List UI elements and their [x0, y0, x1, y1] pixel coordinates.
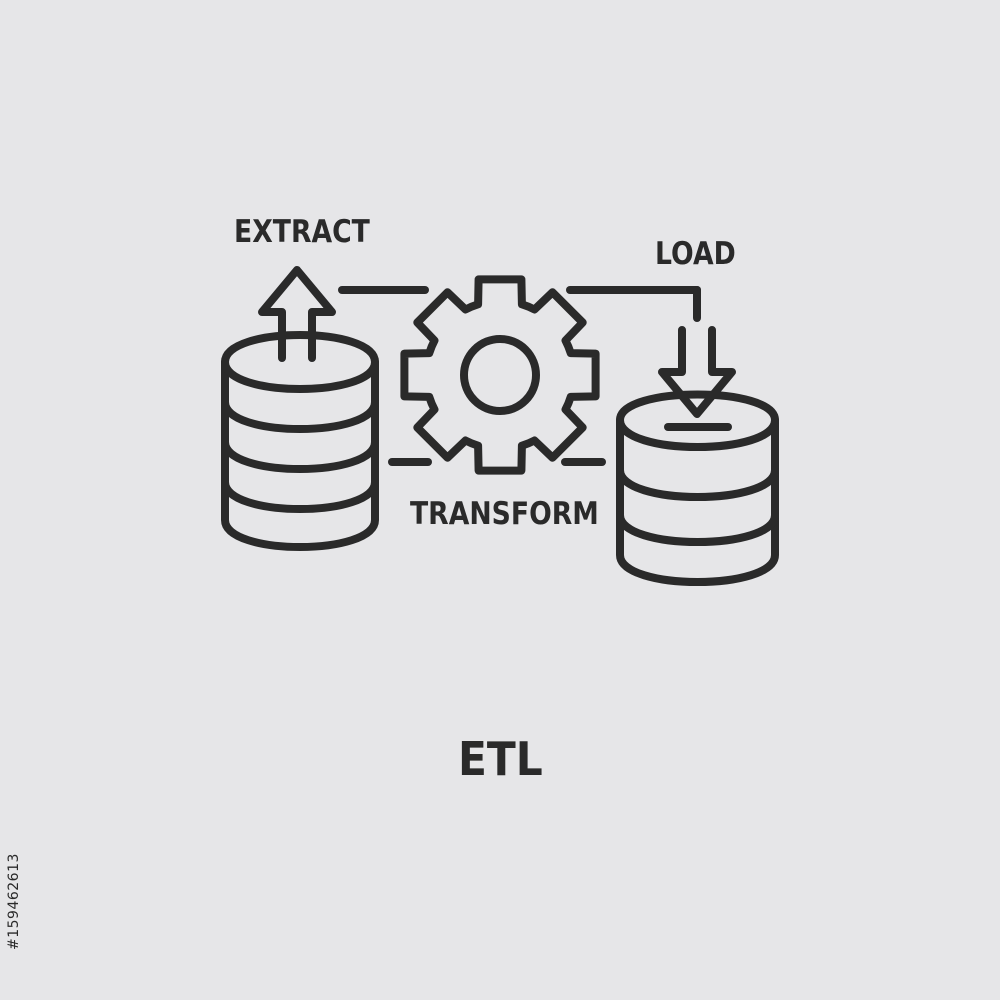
page-title: ETL [458, 732, 543, 786]
stock-id-watermark: #159462613 [6, 853, 22, 950]
gear-icon [400, 275, 600, 475]
upload-arrow-icon [258, 266, 336, 362]
download-arrow-icon [658, 326, 736, 418]
transform-label: TRANSFORM [410, 496, 599, 532]
database-source-icon [221, 331, 379, 551]
extract-label: EXTRACT [234, 214, 370, 250]
connector-lines [338, 286, 701, 466]
database-target-icon [616, 390, 779, 586]
load-label: LOAD [655, 236, 736, 272]
